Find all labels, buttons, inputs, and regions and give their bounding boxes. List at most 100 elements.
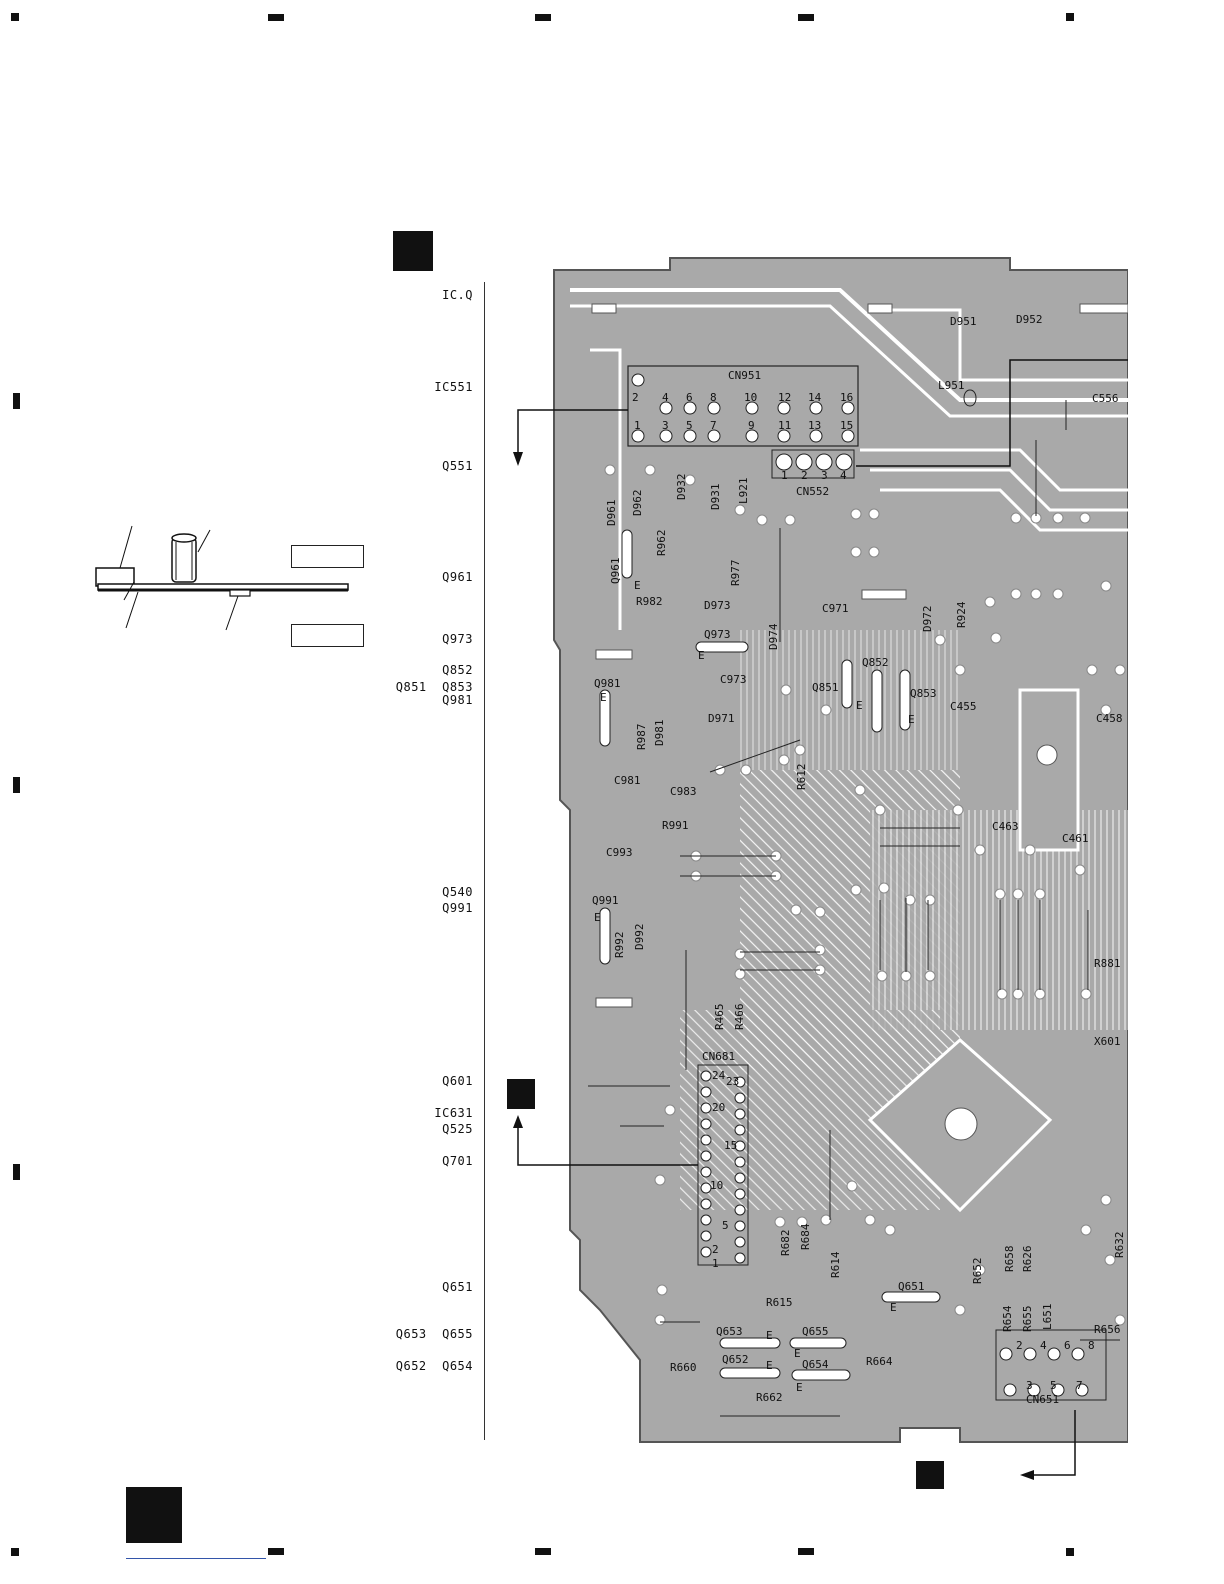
- cn552-pin-2: 3: [821, 469, 828, 482]
- cn951-pin-top-4: 10: [744, 391, 758, 404]
- arrow-cn651-left: [1030, 1410, 1076, 1476]
- transistor-emitter-mark-2: E: [698, 649, 705, 662]
- pcb-label-c455: C455: [950, 700, 977, 713]
- index-label-11: IC631: [434, 1106, 473, 1120]
- index-label-14: Q651: [442, 1280, 473, 1294]
- cn681-pin-5: 2: [712, 1243, 719, 1256]
- pcb-label-q651: Q651: [898, 1280, 925, 1293]
- transistor-emitter-mark-8: E: [794, 1347, 801, 1360]
- cn651-pin-0: 2: [1016, 1339, 1023, 1352]
- index-label-1: IC551: [434, 380, 473, 394]
- pcb-label-q652: Q652: [722, 1353, 749, 1366]
- pcb-label-cn552: CN552: [796, 485, 830, 498]
- cn951-pin-bottom-1: 3: [662, 419, 669, 432]
- pcb-label-r982: R982: [636, 595, 663, 608]
- cn951-pin-bottom-5: 11: [778, 419, 792, 432]
- pcb-label-c463: C463: [992, 820, 1019, 833]
- cn951-pin-bottom-4: 9: [748, 419, 755, 432]
- index-label-16: Q652 Q654: [395, 1359, 473, 1373]
- side-view-label-box-1: [291, 545, 364, 568]
- pcb-label-c461: C461: [1062, 832, 1089, 845]
- registration-mark-bottom-2: [268, 1548, 284, 1555]
- cn552-pin-1: 2: [801, 469, 808, 482]
- side-view-label-box-2: [291, 624, 364, 647]
- registration-mark-top-5: [1066, 13, 1074, 21]
- registration-mark-left-3: [13, 1164, 20, 1180]
- cn681-pin-0: 24: [712, 1069, 726, 1082]
- cn651-pin-2: 6: [1064, 1339, 1071, 1352]
- cn951-pin-bottom-3: 7: [710, 419, 717, 432]
- registration-mark-bottom-5: [1066, 1548, 1074, 1556]
- pcb-label-cn651: CN651: [1026, 1393, 1060, 1406]
- index-label-0: IC.Q: [442, 288, 473, 302]
- cn951-pin-top-2: 6: [686, 391, 693, 404]
- pcb-label-c993: C993: [606, 846, 633, 859]
- pcb-label-d973: D973: [704, 599, 731, 612]
- pcb-label-c983: C983: [670, 785, 697, 798]
- pcb-label-r662: R662: [756, 1391, 783, 1404]
- pcb-label-r660: R660: [670, 1361, 697, 1374]
- pcb-label-d951: D951: [950, 315, 977, 328]
- cn951-pin-bottom-6: 13: [808, 419, 822, 432]
- index-label-15: Q653 Q655: [395, 1327, 473, 1341]
- transistor-emitter-mark-6: E: [890, 1301, 897, 1314]
- registration-mark-top-4: [798, 14, 814, 21]
- cn951-pin-top-0: 2: [632, 391, 639, 404]
- pcb-label-q852: Q852: [862, 656, 889, 669]
- registration-mark-bottom-4: [798, 1548, 814, 1555]
- index-label-2: Q551: [442, 459, 473, 473]
- cn552-pin-3: 4: [840, 469, 847, 482]
- cn951-pin-bottom-0: 1: [634, 419, 641, 432]
- pcb-label-q653: Q653: [716, 1325, 743, 1338]
- index-label-3: Q961: [442, 570, 473, 584]
- pcb-label-r991: R991: [662, 819, 689, 832]
- cn651-pin-4: 3: [1026, 1379, 1033, 1392]
- transistor-emitter-mark-10: E: [796, 1381, 803, 1394]
- cn951-pin-top-6: 14: [808, 391, 822, 404]
- cn681-pin-6: 1: [712, 1257, 719, 1270]
- pcb-label-c556: C556: [1092, 392, 1119, 405]
- pcb-label-c458: C458: [1096, 712, 1123, 725]
- cn651-pin-3: 8: [1088, 1339, 1095, 1352]
- pcb-label-cn681: CN681: [702, 1050, 736, 1063]
- cn951-pin-top-5: 12: [778, 391, 792, 404]
- registration-mark-top-2: [268, 14, 284, 21]
- cn552-outline: [771, 449, 855, 479]
- cn951-pin-bottom-2: 5: [686, 419, 693, 432]
- index-label-5: Q852: [442, 663, 473, 677]
- registration-mark-top-1: [11, 13, 19, 21]
- transistor-emitter-mark-7: E: [766, 1329, 773, 1342]
- pcb-label-q655: Q655: [802, 1325, 829, 1338]
- cn951-pin-top-3: 8: [710, 391, 717, 404]
- cn681-pin-4: 5: [722, 1219, 729, 1232]
- cn951-pin-top-7: 16: [840, 391, 854, 404]
- cn552-link: [856, 359, 1128, 467]
- pcb-label-x601: X601: [1094, 1035, 1121, 1048]
- pcb-label-d971: D971: [708, 712, 735, 725]
- pcb-label-q981: Q981: [594, 677, 621, 690]
- index-label-4: Q973: [442, 632, 473, 646]
- pcb-label-r615: R615: [766, 1296, 793, 1309]
- section-marker-block-mid: [507, 1079, 535, 1109]
- pcb-label-l951: L951: [938, 379, 965, 392]
- registration-mark-bottom-1: [11, 1548, 19, 1556]
- pcb-label-d952: D952: [1016, 313, 1043, 326]
- cn651-pin-1: 4: [1040, 1339, 1047, 1352]
- registration-mark-top-3: [535, 14, 551, 21]
- cn651-outline: [995, 1329, 1107, 1401]
- cn951-outline: [627, 365, 859, 447]
- registration-mark-left-2: [13, 777, 20, 793]
- cn681-pin-1: 20: [712, 1101, 726, 1114]
- index-label-13: Q701: [442, 1154, 473, 1168]
- index-label-9: Q991: [442, 901, 473, 915]
- cn681-pin-3: 10: [710, 1179, 724, 1192]
- index-divider-line: [484, 282, 485, 1440]
- cn951-pins-bottom: [631, 429, 855, 443]
- registration-mark-bottom-3: [535, 1548, 551, 1555]
- cn552-pin-0: 1: [781, 469, 788, 482]
- pcb-label-q654: Q654: [802, 1358, 829, 1371]
- cn951-pin-top-1: 4: [662, 391, 669, 404]
- page-marker-block: [126, 1487, 182, 1543]
- cn681-pin-7: 23: [726, 1075, 740, 1088]
